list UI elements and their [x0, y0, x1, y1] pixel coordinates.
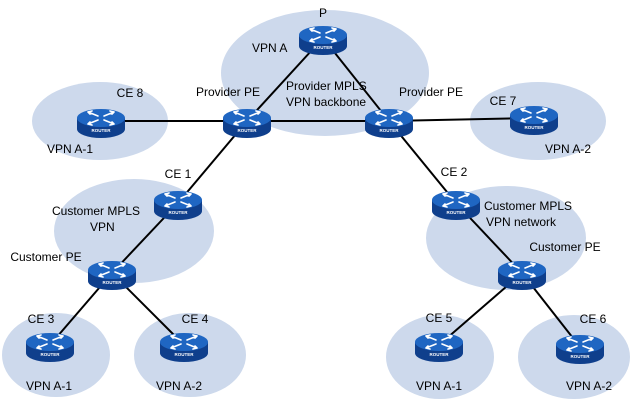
- router-caption: ROUTER: [103, 280, 123, 285]
- router-icon: ROUTER: [160, 333, 208, 362]
- router-icon: ROUTER: [498, 261, 546, 290]
- vpn-a2-bottom-left-label: VPN A-2: [156, 379, 202, 393]
- router-label-ce7: CE 7: [490, 94, 517, 108]
- router-ce8[interactable]: ROUTER: [77, 109, 125, 138]
- link-provider-pe-right-ce7: [388, 117, 535, 122]
- router-label-ce4: CE 4: [182, 312, 209, 326]
- router-caption: ROUTER: [169, 210, 189, 215]
- router-caption: ROUTER: [314, 45, 334, 50]
- router-label-p: P: [319, 6, 327, 20]
- router-icon: ROUTER: [415, 333, 463, 362]
- router-icon: ROUTER: [154, 191, 202, 220]
- router-icon: ROUTER: [26, 333, 74, 362]
- vpn-a2-top-label: VPN A-2: [545, 142, 591, 156]
- router-label-ce2: CE 2: [441, 165, 468, 179]
- router-ce5[interactable]: ROUTER: [415, 333, 463, 362]
- router-label-customer-pe-right: Customer PE: [529, 240, 600, 254]
- customer-left-line-1: Customer MPLS: [52, 204, 140, 218]
- router-icon: ROUTER: [432, 191, 480, 220]
- vpn-a1-top-label: VPN A-1: [47, 142, 93, 156]
- router-caption: ROUTER: [430, 352, 450, 357]
- router-icon: ROUTER: [223, 109, 271, 138]
- router-icon: ROUTER: [77, 109, 125, 138]
- router-icon: ROUTER: [365, 109, 413, 138]
- router-caption: ROUTER: [175, 352, 195, 357]
- routers-layer: ROUTER ROUTER ROUTER ROUTER ROUTER ROUTER ROUT…: [26, 26, 604, 364]
- backbone-line-2: VPN backbone: [286, 95, 366, 109]
- router-caption: ROUTER: [513, 280, 533, 285]
- router-label-provider-pe-right: Provider PE: [399, 85, 463, 99]
- vpn-a1-bottom-right-label: VPN A-1: [416, 379, 462, 393]
- vpn-a1-bottom-left-label: VPN A-1: [26, 379, 72, 393]
- router-caption: ROUTER: [41, 352, 61, 357]
- router-customer-pe-left[interactable]: ROUTER: [88, 261, 136, 290]
- router-ce4[interactable]: ROUTER: [160, 333, 208, 362]
- router-ce3[interactable]: ROUTER: [26, 333, 74, 362]
- router-caption: ROUTER: [525, 125, 545, 130]
- router-ce1[interactable]: ROUTER: [154, 191, 202, 220]
- router-label-ce5: CE 5: [426, 311, 453, 325]
- router-ce2[interactable]: ROUTER: [432, 191, 480, 220]
- router-caption: ROUTER: [380, 128, 400, 133]
- customer-right-line-2: VPN network: [486, 215, 557, 229]
- router-ce6[interactable]: ROUTER: [556, 335, 604, 364]
- router-caption: ROUTER: [238, 128, 258, 133]
- router-label-ce3: CE 3: [28, 312, 55, 326]
- router-icon: ROUTER: [88, 261, 136, 290]
- router-caption: ROUTER: [447, 210, 467, 215]
- router-caption: ROUTER: [571, 354, 591, 359]
- backbone-title: VPN A: [252, 41, 287, 55]
- router-icon: ROUTER: [556, 335, 604, 364]
- router-p[interactable]: ROUTER: [299, 26, 347, 55]
- backbone-line-1: Provider MPLS: [286, 79, 367, 93]
- router-label-ce6: CE 6: [580, 312, 607, 326]
- router-provider-pe-right[interactable]: ROUTER: [365, 109, 413, 138]
- router-icon: ROUTER: [510, 106, 558, 135]
- customer-left-line-2: VPN: [90, 220, 115, 234]
- customer-right-line-1: Customer MPLS: [484, 199, 572, 213]
- router-label-ce8: CE 8: [117, 86, 144, 100]
- router-caption: ROUTER: [92, 128, 112, 133]
- router-icon: ROUTER: [299, 26, 347, 55]
- router-label-provider-pe-left: Provider PE: [196, 85, 260, 99]
- router-label-ce1: CE 1: [165, 167, 192, 181]
- router-ce7[interactable]: ROUTER: [510, 106, 558, 135]
- vpn-a2-bottom-right-label: VPN A-2: [566, 379, 612, 393]
- router-provider-pe-left[interactable]: ROUTER: [223, 109, 271, 138]
- router-label-customer-pe-left: Customer PE: [10, 250, 81, 264]
- router-customer-pe-right[interactable]: ROUTER: [498, 261, 546, 290]
